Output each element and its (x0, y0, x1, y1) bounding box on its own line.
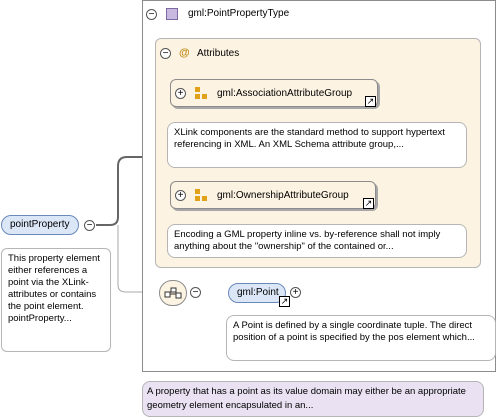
attribute-group-icon (195, 189, 209, 203)
gml-point-doc: A Point is defined by a single coordinat… (226, 315, 496, 361)
attributes-label: Attributes (197, 48, 240, 59)
expand-button[interactable]: + (175, 190, 186, 201)
attribute-at-icon: @ (179, 47, 190, 59)
sequence-compositor[interactable] (159, 280, 187, 306)
point-property-element[interactable]: pointProperty (1, 215, 79, 235)
expand-button[interactable]: + (175, 88, 186, 99)
type-collapse-button[interactable]: − (146, 9, 157, 20)
complex-type-icon (166, 8, 178, 20)
sequence-icon (164, 287, 182, 299)
connector-to-sequence (117, 225, 159, 293)
attribute-group-icon (195, 87, 209, 101)
type-name: gml:PointPropertyType (188, 8, 290, 19)
association-attribute-group[interactable]: + gml:AssociationAttributeGroup ↗ (170, 79, 378, 107)
point-link-arrow-icon[interactable]: ↗ (279, 296, 290, 307)
ownership-attribute-group[interactable]: + gml:OwnershipAttributeGroup ↗ (170, 181, 376, 209)
point-expand-button[interactable]: + (290, 287, 301, 298)
connector-to-type (96, 156, 142, 226)
type-doc: A property that has a point as its value… (142, 381, 484, 417)
gml-point-element[interactable]: gml:Point (228, 283, 286, 303)
link-arrow-icon[interactable]: ↗ (365, 96, 376, 107)
association-attribute-group-doc: XLink components are the standard method… (167, 122, 467, 168)
attribute-group-name: gml:AssociationAttributeGroup (217, 88, 353, 99)
point-property-collapse-button[interactable]: − (84, 220, 95, 231)
sequence-collapse-button[interactable]: − (190, 287, 201, 298)
attribute-group-name: gml:OwnershipAttributeGroup (217, 190, 349, 201)
point-property-doc: This property element either references … (1, 248, 111, 352)
link-arrow-icon[interactable]: ↗ (363, 198, 374, 209)
attributes-collapse-button[interactable]: − (160, 48, 171, 59)
ownership-attribute-group-doc: Encoding a GML property inline vs. by-re… (167, 224, 467, 258)
